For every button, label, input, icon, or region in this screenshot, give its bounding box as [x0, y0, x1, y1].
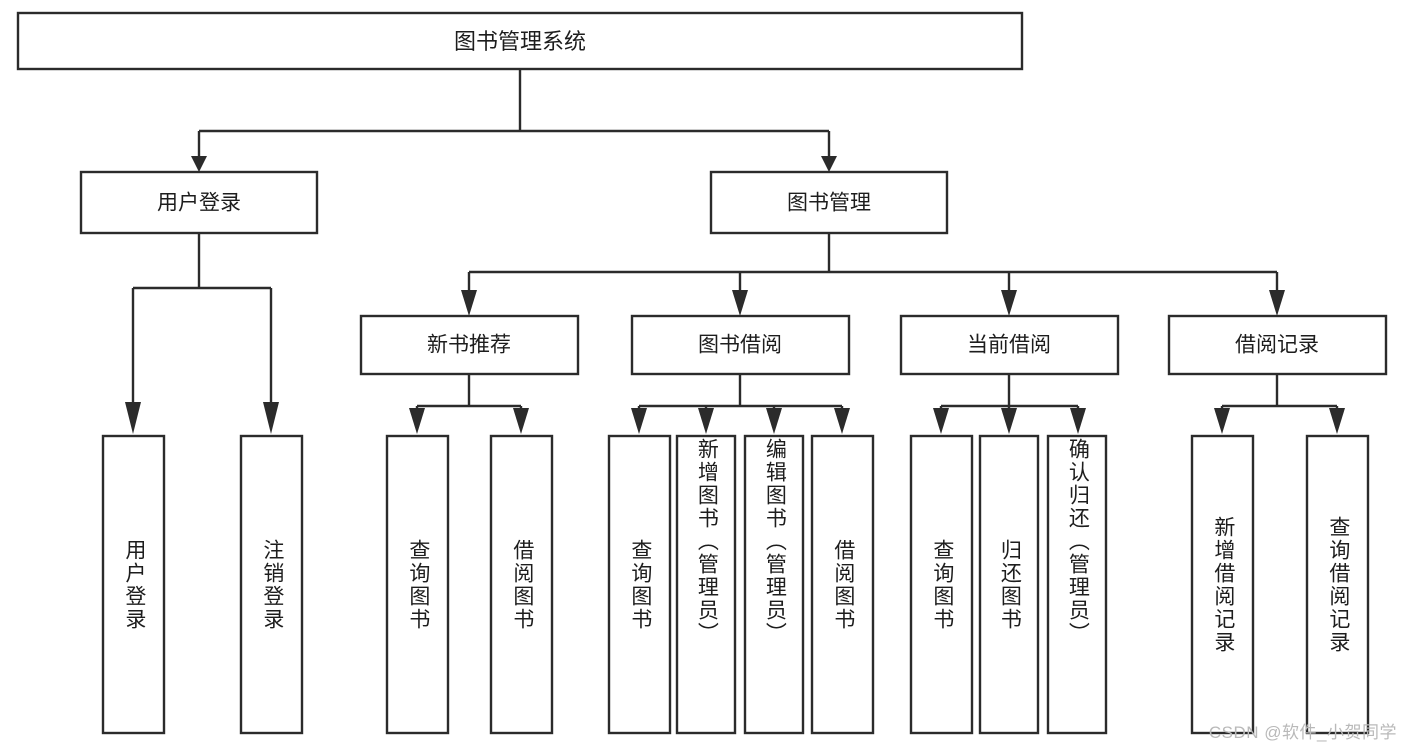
node-book-manage-box[interactable]: [709, 170, 949, 235]
arrowhead-leaf-borrow-book-rec: [513, 408, 529, 434]
node-leaf-return-book-box[interactable]: [978, 434, 1040, 735]
arrowhead-leaf-confirm-return-admin: [1070, 408, 1086, 434]
node-current-borrow[interactable]: 当前借阅: [899, 314, 1120, 376]
node-leaf-confirm-return-admin-box[interactable]: [1046, 434, 1108, 735]
node-borrow-record-box[interactable]: [1167, 314, 1388, 376]
arrowhead-book-manage: [821, 156, 837, 172]
node-borrow-record-label: 借阅记录: [1235, 334, 1319, 357]
arrowhead-leaf-add-book-admin: [698, 408, 714, 434]
arrowhead-user-login: [191, 156, 207, 172]
node-new-book-recommend-label: 新书推荐: [427, 334, 511, 357]
node-book-manage-label: 图书管理: [787, 192, 871, 215]
node-leaf-query-borrow-record-box[interactable]: [1305, 434, 1370, 735]
node-leaf-user-login-box[interactable]: [101, 434, 166, 735]
arrowhead-leaf-query-book-borrow: [631, 408, 647, 434]
watermark: CSDN @软件_小贺同学: [1208, 723, 1397, 742]
node-book-manage[interactable]: 图书管理: [709, 170, 949, 235]
node-root[interactable]: 图书管理系统: [16, 11, 1024, 71]
node-current-borrow-box[interactable]: [899, 314, 1120, 376]
node-leaf-add-book-admin-box[interactable]: [675, 434, 737, 735]
node-leaf-borrow-book-box[interactable]: [810, 434, 875, 735]
node-leaf-add-borrow-record-box[interactable]: [1190, 434, 1255, 735]
arrowhead-leaf-query-book-current: [933, 408, 949, 434]
node-leaf-query-book-current-box[interactable]: [909, 434, 974, 735]
node-user-login-label: 用户登录: [157, 192, 241, 215]
node-leaf-query-book-borrow-box[interactable]: [607, 434, 672, 735]
node-user-login[interactable]: 用户登录: [79, 170, 319, 235]
arrowhead-new-book-recommend: [461, 290, 477, 316]
node-current-borrow-label: 当前借阅: [967, 334, 1051, 357]
arrowhead-leaf-add-borrow-record: [1214, 408, 1230, 434]
node-book-borrow[interactable]: 图书借阅: [630, 314, 851, 376]
node-leaf-edit-book-admin-box[interactable]: [743, 434, 805, 735]
node-user-login-box[interactable]: [79, 170, 319, 235]
node-root-box[interactable]: [16, 11, 1024, 71]
arrowhead-leaf-query-borrow-record: [1329, 408, 1345, 434]
node-leaf-user-logout-box[interactable]: [239, 434, 304, 735]
arrowhead-leaf-user-logout: [263, 402, 279, 434]
node-book-borrow-label: 图书借阅: [698, 334, 782, 357]
arrowhead-leaf-return-book: [1001, 408, 1017, 434]
arrowhead-leaf-edit-book-admin: [766, 408, 782, 434]
arrowhead-book-borrow: [732, 290, 748, 316]
node-leaf-borrow-book-rec-box[interactable]: [489, 434, 554, 735]
node-book-borrow-box[interactable]: [630, 314, 851, 376]
node-root-label: 图书管理系统: [454, 29, 586, 54]
arrowhead-leaf-user-login: [125, 402, 141, 434]
arrowhead-borrow-record: [1269, 290, 1285, 316]
node-layer: 图书管理系统 用户登录 图书管理 新书推荐 图书借阅 当前: [16, 11, 1388, 735]
node-new-book-recommend[interactable]: 新书推荐: [359, 314, 580, 376]
arrowhead-current-borrow: [1001, 290, 1017, 316]
connector-layer: [125, 69, 1345, 434]
node-new-book-recommend-box[interactable]: [359, 314, 580, 376]
arrowhead-leaf-borrow-book: [834, 408, 850, 434]
node-leaf-query-book-rec-box[interactable]: [385, 434, 450, 735]
arrowhead-leaf-query-book-rec: [409, 408, 425, 434]
node-borrow-record[interactable]: 借阅记录: [1167, 314, 1388, 376]
